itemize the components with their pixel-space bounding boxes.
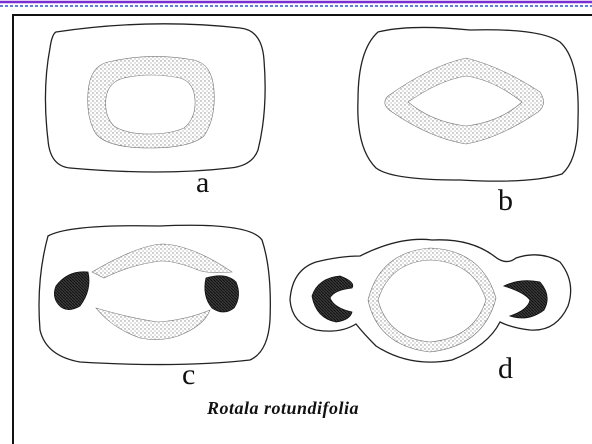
panel-a-section	[45, 24, 265, 172]
panel-d-vascular-ring	[368, 248, 496, 352]
panel-b-section	[358, 27, 578, 181]
panel-d-left-dark-tissue	[312, 276, 353, 322]
panel-c-right-dark-tissue	[205, 276, 239, 312]
panel-label-b: b	[498, 186, 513, 216]
panel-label-d: d	[498, 354, 513, 384]
panel-c-left-dark-tissue	[54, 272, 89, 310]
figure-caption: Rotala rotundifolia	[207, 398, 359, 419]
panel-label-c: c	[182, 360, 195, 390]
panel-d-right-dark-tissue	[504, 281, 547, 318]
panel-a-vascular-ring	[88, 56, 215, 148]
panel-b-vascular-ring	[385, 58, 544, 144]
panel-d-section	[290, 239, 571, 362]
panel-c-section	[39, 225, 270, 364]
panel-c-lower-arc	[96, 308, 210, 340]
panel-c-upper-arc	[92, 244, 232, 278]
panel-a-outline	[45, 24, 265, 172]
panel-label-a: a	[196, 168, 209, 198]
